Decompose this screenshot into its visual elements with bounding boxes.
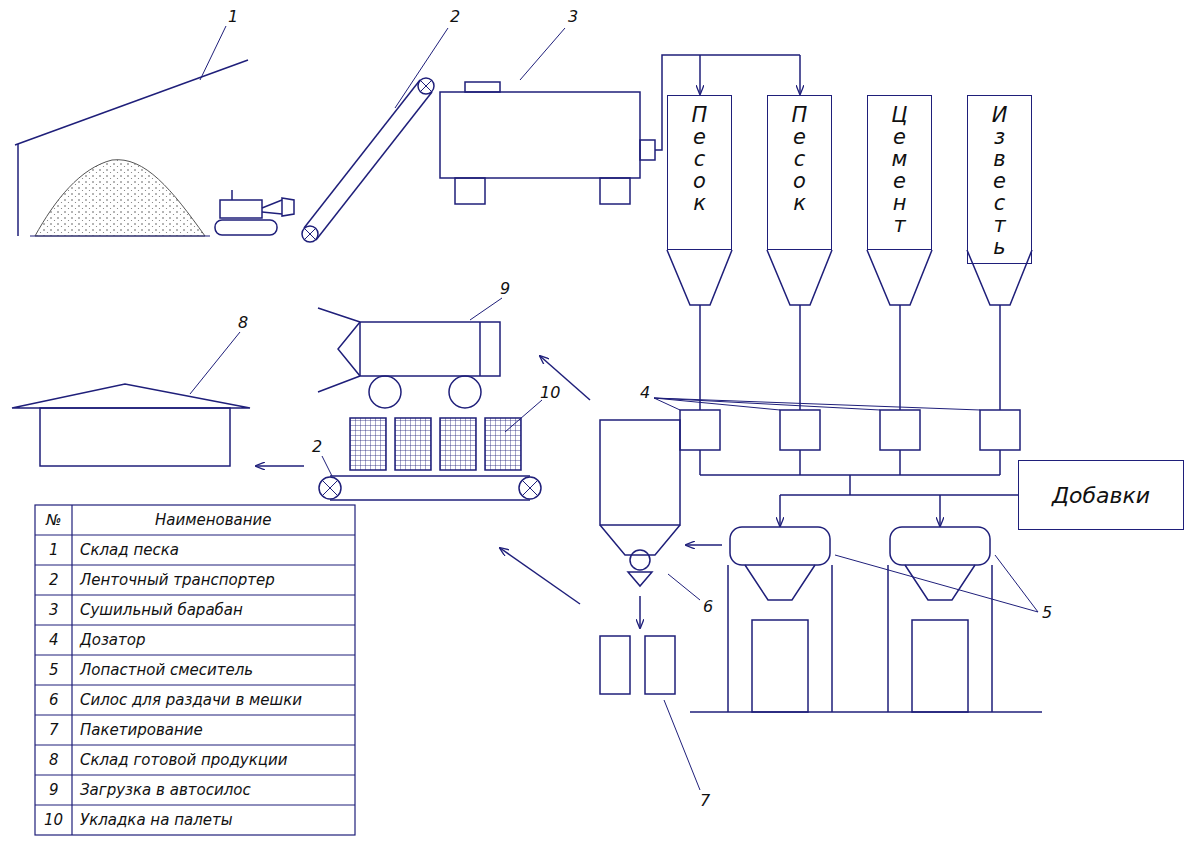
storage-silo: Цемент [867,95,932,250]
table-cell: Силос для раздачи в мешки [80,692,302,709]
table-cell: 9 [49,782,59,799]
additive-box: Добавки [1018,460,1184,530]
silo-label: Песок [789,104,810,214]
callout-number: 2 [450,8,460,26]
table-cell: 2 [49,572,59,589]
storage-silo: Песок [667,95,732,250]
table-cell: Укладка на палеты [80,812,233,829]
box-label: Добавки [1046,483,1156,508]
table-cell: Дозатор [80,632,146,649]
callout-number: 4 [640,384,650,402]
table-cell: 1 [49,542,59,559]
table-cell: 4 [49,632,59,649]
storage-silo: Известь [967,95,1032,264]
table-cell: 5 [49,662,59,679]
table-cell: Наименование [155,512,272,529]
silo-label: Песок [689,104,710,214]
callout-number: 8 [238,314,248,332]
table-cell: Склад песка [80,542,179,559]
table-cell: Загрузка в автосилос [80,782,251,799]
silo-label: Цемент [889,104,910,236]
table-cell: 8 [49,752,59,769]
callout-number: 10 [540,384,560,402]
storage-silo: Песок [767,95,832,250]
callout-number: 9 [500,280,510,298]
table-cell: № [46,512,62,529]
table-cell: Пакетирование [80,722,203,739]
table-cell: 6 [49,692,59,709]
callout-number: 1 [228,8,238,26]
callout-number: 2 [312,438,322,456]
table-cell: Сушильный барабан [80,602,243,619]
table-cell: 7 [49,722,59,739]
callout-number: 3 [568,8,578,26]
table-cell: 3 [49,602,59,619]
callout-number: 7 [700,792,710,810]
table-cell: 10 [44,812,63,829]
table-cell: Лопастной смеситель [80,662,253,679]
callout-number: 5 [1042,604,1052,622]
silo-label: Известь [989,104,1010,258]
table-cell: Склад готовой продукции [80,752,287,769]
callout-number: 6 [703,598,713,616]
table-cell: Ленточный транспортер [80,572,275,589]
